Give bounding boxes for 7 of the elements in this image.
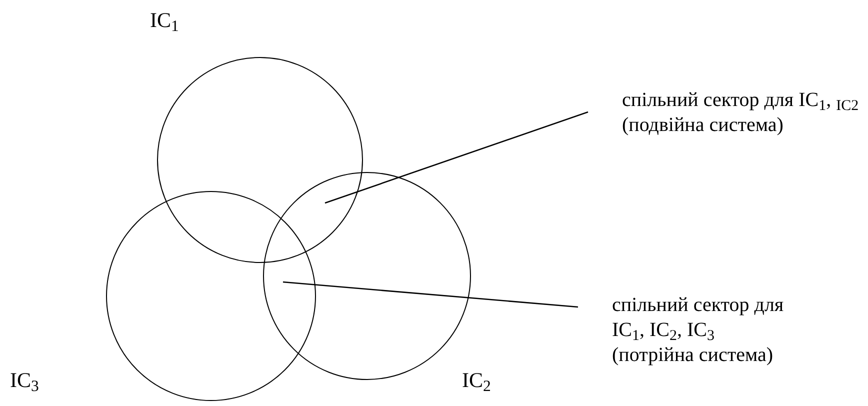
circle-label: IC$_{3}$ xyxy=(10,370,39,391)
circle-label: IC$_{2}$ xyxy=(462,370,491,391)
callout-text: спільний сектор для IC$_{1}$, IC$_{2}$, IC$_{3}$ (потрійна система) xyxy=(612,293,785,368)
callout-text: спільний сектор для IC$_{1}$, $_{IC2}$ (подвійна система) xyxy=(622,88,860,138)
leader-line xyxy=(282,281,578,308)
leader-line xyxy=(324,111,588,204)
circle-label: IC$_{1}$ xyxy=(150,10,179,31)
